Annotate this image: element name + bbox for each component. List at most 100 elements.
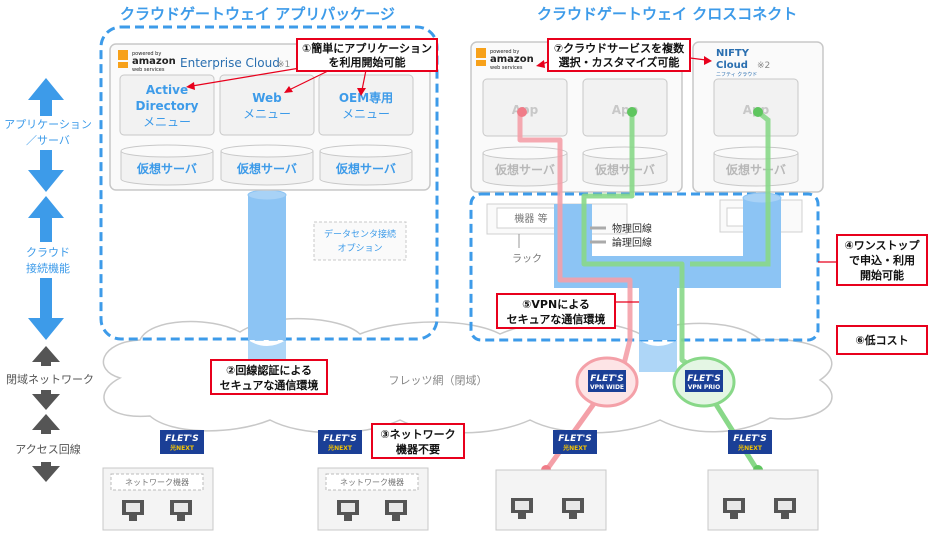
svg-text:仮想サーバ: 仮想サーバ <box>236 161 297 176</box>
line-legend <box>590 226 606 244</box>
vpn-prio-circle: FLET'S VPN PRIO <box>672 356 736 408</box>
datacenter-option-line2: オプション <box>337 243 382 254</box>
site-4 <box>707 469 819 531</box>
ad-menu-line3: メニュー <box>143 115 191 129</box>
callout-3-line2: 機器不要 <box>396 442 440 456</box>
ad-menu-line1: Active <box>146 83 188 97</box>
oem-menu-line1: OEM専用 <box>339 90 393 105</box>
callout-3 <box>371 423 465 459</box>
callout-6-label: ⑥低コスト <box>855 333 908 347</box>
logical-line-label: 論理回線 <box>612 236 652 249</box>
aws-logo-left: powered by amazon web services <box>118 50 176 73</box>
closed-network-arrow <box>32 346 60 410</box>
callout-2 <box>210 359 328 395</box>
svg-text:ネットワーク機器: ネットワーク機器 <box>125 477 189 487</box>
callout-1-arrows <box>186 67 367 96</box>
svg-text:powered by: powered by <box>132 51 161 57</box>
network-name: フレッツ網（閉域） <box>389 373 488 387</box>
site-3 <box>495 469 607 531</box>
device-label: 機器 等 <box>514 212 547 225</box>
enterprise-note: ※1 <box>277 60 290 70</box>
svg-text:ニフティ クラウド: ニフティ クラウド <box>716 71 757 78</box>
callout-3-line1: ③ネットワーク <box>380 428 455 441</box>
site-2: ネットワーク機器 <box>317 467 429 531</box>
oem-menu-line2: メニュー <box>342 107 390 121</box>
oem-menu-card <box>318 74 414 136</box>
ad-menu-line2: Directory <box>136 99 199 113</box>
rack-label: ラック <box>512 253 542 265</box>
callout-7-line1: ⑦クラウドサービスを複数 <box>554 41 685 55</box>
datacenter-option-line1: データセンタ接続 <box>324 228 396 240</box>
svg-text:※2: ※2 <box>757 61 770 71</box>
app-box-2 <box>582 78 668 137</box>
ad-menu-card <box>119 74 215 136</box>
svg-text:FLET'S: FLET'S <box>558 434 591 444</box>
callout-4-line3: 開始可能 <box>860 268 904 282</box>
svg-text:光NEXT: 光NEXT <box>562 444 588 452</box>
svg-text:NIFTY: NIFTY <box>716 48 750 59</box>
package-pipe <box>247 189 287 372</box>
nifty-cloud-logo: NIFTY Cloud ニフティ クラウド ※2 <box>716 48 770 78</box>
aws-logo-right: powered by amazon web services <box>476 48 534 71</box>
package-title: クラウドゲートウェイ アプリパッケージ <box>120 5 395 23</box>
callout-2-line2: セキュアな通信環境 <box>220 378 319 392</box>
vpn-wide-circle: FLET'S VPN WIDE <box>575 356 639 408</box>
virtual-server-right-2: 仮想サーバ <box>582 146 668 187</box>
callout-1-line1: ①簡単にアプリケーション <box>302 41 432 55</box>
flets-badge-1: FLET'S 光NEXT <box>160 430 204 454</box>
side-label-app-server-1: アプリケーション <box>4 118 92 131</box>
callout-4-line2: で申込・利用 <box>849 253 915 267</box>
datacenter-option-box <box>313 221 407 261</box>
svg-text:FLET'S: FLET'S <box>733 434 766 444</box>
callout-7-line2: 選択・カスタマイズ可能 <box>559 55 680 69</box>
svg-text:仮想サーバ: 仮想サーバ <box>136 161 197 176</box>
virtual-server-left-3: 仮想サーバ <box>319 144 413 186</box>
svg-text:仮想サーバ: 仮想サーバ <box>335 161 396 176</box>
svg-text:powered by: powered by <box>490 49 519 55</box>
flets-badge-4: FLET'S 光NEXT <box>728 430 772 454</box>
virtual-server-left-2: 仮想サーバ <box>220 144 314 186</box>
side-label-access-line: アクセス回線 <box>15 442 80 456</box>
side-label-app-server-2: ／サーバ <box>26 134 70 147</box>
callout-6 <box>836 325 928 355</box>
callout-4-line1: ④ワンストップ <box>844 238 920 252</box>
virtual-server-right-3: 仮想サーバ <box>713 146 799 187</box>
svg-text:仮想サーバ: 仮想サーバ <box>494 162 555 177</box>
svg-text:Cloud: Cloud <box>716 60 748 71</box>
svg-text:web services: web services <box>132 67 165 73</box>
callout-4 <box>836 234 928 286</box>
side-label-cloud-1: クラウド <box>26 246 70 259</box>
physical-line-label: 物理回線 <box>612 222 652 235</box>
callout-1 <box>296 38 438 72</box>
svg-text:FLET'S: FLET'S <box>687 374 720 384</box>
svg-text:web services: web services <box>490 65 523 71</box>
side-label-cloud-2: 接続機能 <box>26 261 70 275</box>
site-1: ネットワーク機器 <box>102 467 214 531</box>
svg-text:光NEXT: 光NEXT <box>327 444 353 452</box>
enterprise-cloud-logo: Enterprise Cloud <box>180 56 280 70</box>
callout-2-line1: ②回線認証による <box>226 363 312 377</box>
flets-badge-2: FLET'S 光NEXT <box>318 430 362 454</box>
svg-text:amazon: amazon <box>132 56 176 67</box>
web-menu-line1: Web <box>252 91 282 105</box>
svg-text:FLET'S: FLET'S <box>165 434 198 444</box>
callout-7 <box>547 38 691 72</box>
crossconnect-title: クラウドゲートウェイ クロスコネクト <box>537 5 797 23</box>
web-menu-line2: メニュー <box>243 107 291 121</box>
svg-text:ネットワーク機器: ネットワーク機器 <box>340 477 404 487</box>
callout-5-line1: ⑤VPNによる <box>522 298 590 311</box>
web-menu-card <box>219 74 315 136</box>
callout-1-line2: を利用開始可能 <box>329 55 406 69</box>
svg-text:FLET'S: FLET'S <box>323 434 356 444</box>
callout-5 <box>496 293 616 329</box>
app-box-1 <box>482 78 568 137</box>
svg-text:仮想サーバ: 仮想サーバ <box>725 162 786 177</box>
flets-badge-3: FLET'S 光NEXT <box>553 430 597 454</box>
virtual-server-left-1: 仮想サーバ <box>120 144 214 186</box>
svg-text:VPN PRIO: VPN PRIO <box>688 384 721 391</box>
side-label-closed-network: 閉域ネットワーク <box>6 373 94 386</box>
access-line-arrow <box>32 414 60 482</box>
svg-text:仮想サーバ: 仮想サーバ <box>594 162 655 177</box>
svg-text:光NEXT: 光NEXT <box>737 444 763 452</box>
